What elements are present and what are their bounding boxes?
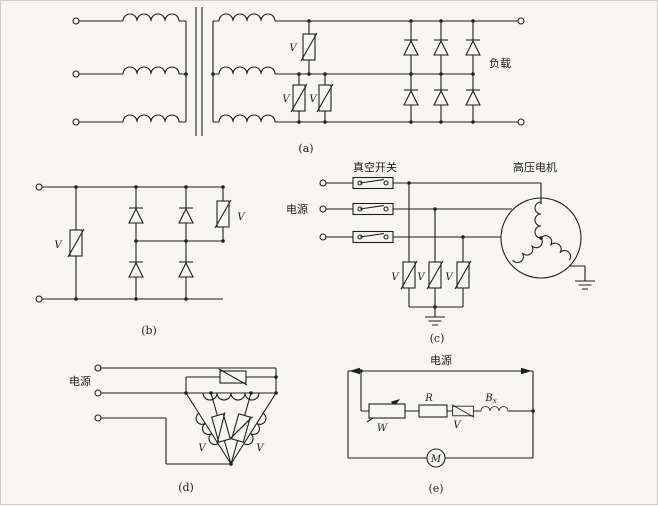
ground-symbol (424, 316, 446, 326)
varistor (300, 32, 318, 62)
terminal (319, 205, 327, 213)
motor-winding (534, 201, 542, 239)
power-label: 电源 (286, 202, 308, 216)
vacuum-switch (352, 176, 394, 190)
caption-b: (b) (141, 324, 157, 337)
diode (465, 39, 481, 56)
diode (433, 39, 449, 56)
terminal (517, 118, 525, 126)
varistor-label: V (256, 443, 265, 454)
varistor (228, 411, 254, 445)
primary-coil (122, 13, 180, 22)
varistor-label: V (237, 212, 246, 223)
caption-c: (c) (430, 332, 445, 345)
ground-symbol (574, 280, 596, 290)
terminal (94, 414, 102, 422)
circuit-d: 电源 V V (d) (69, 364, 279, 494)
vacuum-switch (352, 230, 394, 244)
varistor-label: V (289, 43, 298, 54)
terminal (319, 179, 327, 187)
varistor-label: V (282, 94, 291, 105)
circuit-e: 电源 W R V Bx M (e) (347, 353, 536, 495)
varistor (208, 411, 234, 445)
motor-label: M (430, 454, 442, 465)
primary-coil (122, 114, 180, 123)
varistor-label: V (453, 420, 462, 431)
power-label: 电源 (69, 374, 91, 388)
varistor-label: V (54, 240, 63, 251)
diode (128, 207, 144, 224)
ink-layer: V V V 负载 (a) V V (b) (35, 7, 596, 495)
varistor-label: V (309, 94, 318, 105)
diode (433, 89, 449, 106)
circuit-c: 电源 真空开关 高压电机 V V V (c) (286, 160, 596, 345)
varistor (426, 260, 444, 290)
varistor (290, 83, 308, 113)
terminal (35, 183, 43, 191)
caption-a: (a) (298, 142, 313, 155)
diode (403, 89, 419, 106)
reactor-coil (480, 406, 509, 412)
varistor (316, 83, 334, 113)
motor-winding (540, 232, 574, 261)
diode (178, 261, 194, 278)
varistor (214, 199, 232, 229)
wires (42, 186, 224, 300)
terminal (72, 118, 80, 126)
caption-d: (d) (178, 481, 194, 494)
arrow-left-icon (349, 367, 360, 375)
secondary-coil (218, 66, 276, 75)
diode (128, 261, 144, 278)
secondary-coil (218, 114, 276, 123)
terminal (319, 233, 327, 241)
terminal (94, 364, 102, 372)
diode (403, 39, 419, 56)
terminal (35, 295, 43, 303)
varistor (67, 228, 85, 258)
caption-e: (e) (428, 482, 443, 495)
load-label: 负载 (489, 56, 511, 70)
wires (101, 367, 277, 465)
vacuum-switch-label: 真空开关 (353, 160, 397, 174)
rheostat-box (368, 403, 406, 419)
motor-winding (512, 237, 546, 266)
varistor-label: V (391, 272, 400, 283)
terminal (94, 389, 102, 397)
circuit-b: V V (b) (35, 183, 246, 337)
motor-body (426, 448, 446, 468)
varistor-label: V (198, 443, 207, 454)
varistor (218, 368, 248, 386)
varistor (400, 260, 418, 290)
rheostat-label: W (377, 423, 388, 434)
primary-coil (122, 66, 180, 75)
circuit-a: V V V 负载 (a) (72, 7, 525, 155)
varistor-label: V (445, 272, 454, 283)
terminal (517, 17, 525, 25)
diode (178, 207, 194, 224)
resistor-box (418, 404, 448, 418)
motor-body (500, 197, 582, 279)
secondary-coil (218, 13, 276, 22)
wires (79, 7, 518, 136)
terminal (72, 17, 80, 25)
terminal (72, 70, 80, 78)
vacuum-switch (352, 202, 394, 216)
resistor-label: R (424, 393, 433, 404)
arrow-right-icon (521, 367, 532, 375)
varistor (451, 404, 475, 418)
reactor-label: Bx (484, 393, 496, 405)
hv-motor-label: 高压电机 (513, 160, 557, 174)
varistor-label: V (417, 272, 426, 283)
varistor (454, 260, 472, 290)
power-label: 电源 (430, 353, 452, 367)
diode (465, 89, 481, 106)
